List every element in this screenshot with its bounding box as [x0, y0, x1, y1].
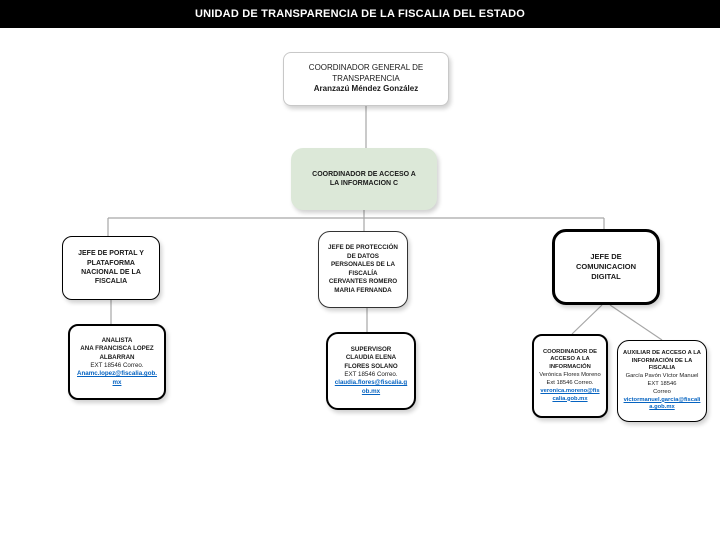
node-analista: ANALISTA ANA FRANCISCA LOPEZ ALBARRAN EX… [68, 324, 166, 400]
node-jefe-portal-plataforma: JEFE DE PORTAL Y PLATAFORMA NACIONAL DE … [62, 236, 160, 300]
node-person-name: Aranzazú Méndez González [313, 84, 419, 94]
email-link[interactable]: veronica.moreno@fiscalia.gob.mx [540, 387, 600, 402]
node-auxiliar-acceso-informacion: AUXILIAR DE ACCESO A LA INFORMACIÓN DE L… [617, 340, 707, 422]
node-coordinador-acceso-veronica: COORDINADOR DE ACCESO A LA INFORMACIÓN V… [532, 334, 608, 418]
node-person-name: CERVANTES ROMERO MARIA FERNANDA [328, 278, 398, 294]
node-extension: EXT 18546 Correo. [344, 371, 398, 378]
node-title: JEFE DE PORTAL Y PLATAFORMA NACIONAL DE … [78, 250, 144, 286]
email-link[interactable]: claudia.flores@fiscalia.gob.mx [334, 379, 408, 395]
slide-title-bar: UNIDAD DE TRANSPARENCIA DE LA FISCALIA D… [0, 0, 720, 28]
node-title: COORDINADOR GENERAL DE TRANSPARENCIA [308, 62, 424, 83]
node-extension: EXT 18546 [647, 381, 677, 387]
node-title: AUXILIAR DE ACCESO A LA INFORMACIÓN DE L… [623, 349, 701, 372]
node-supervisor: SUPERVISOR CLAUDIA ELENA FLORES SOLANO E… [326, 332, 416, 410]
node-title: JEFE DE COMUNICACION DIGITAL [576, 251, 636, 282]
node-person-name: García Pavón Víctor Manuel [625, 373, 699, 380]
node-title: SUPERVISOR [350, 345, 392, 353]
node-person-name: ANA FRANCISCA LOPEZ ALBARRAN [80, 345, 154, 361]
node-person-name: Verónica Flores Moreno [539, 372, 601, 379]
node-person-name: CLAUDIA ELENA FLORES SOLANO [344, 354, 398, 370]
node-jefe-proteccion-datos: JEFE DE PROTECCIÓN DE DATOS PERSONALES D… [318, 231, 408, 308]
node-title: ANALISTA [101, 336, 133, 344]
page-title: UNIDAD DE TRANSPARENCIA DE LA FISCALIA D… [194, 8, 526, 20]
node-title: JEFE DE PROTECCIÓN DE DATOS PERSONALES D… [328, 244, 398, 277]
node-extension: Ext 18546 Correo. [546, 379, 594, 386]
node-extension: EXT 18546 Correo. [90, 362, 144, 369]
node-jefe-comunicacion-digital: JEFE DE COMUNICACION DIGITAL [552, 229, 660, 305]
email-link[interactable]: Anamc.lopez@fiscalia.gob.mx [77, 370, 157, 386]
node-title: COORDINADOR DE ACCESO A LA INFORMACION C [312, 170, 416, 187]
email-link[interactable]: victormanuel.garcia@fiscalia.gob.mx [623, 396, 701, 411]
node-coordinador-general: COORDINADOR GENERAL DE TRANSPARENCIA Ara… [283, 52, 449, 106]
node-coordinador-acceso-informacion: COORDINADOR DE ACCESO A LA INFORMACION C [291, 148, 437, 210]
correo-label: Correo [653, 388, 671, 395]
node-title: COORDINADOR DE ACCESO A LA INFORMACIÓN [542, 348, 598, 371]
